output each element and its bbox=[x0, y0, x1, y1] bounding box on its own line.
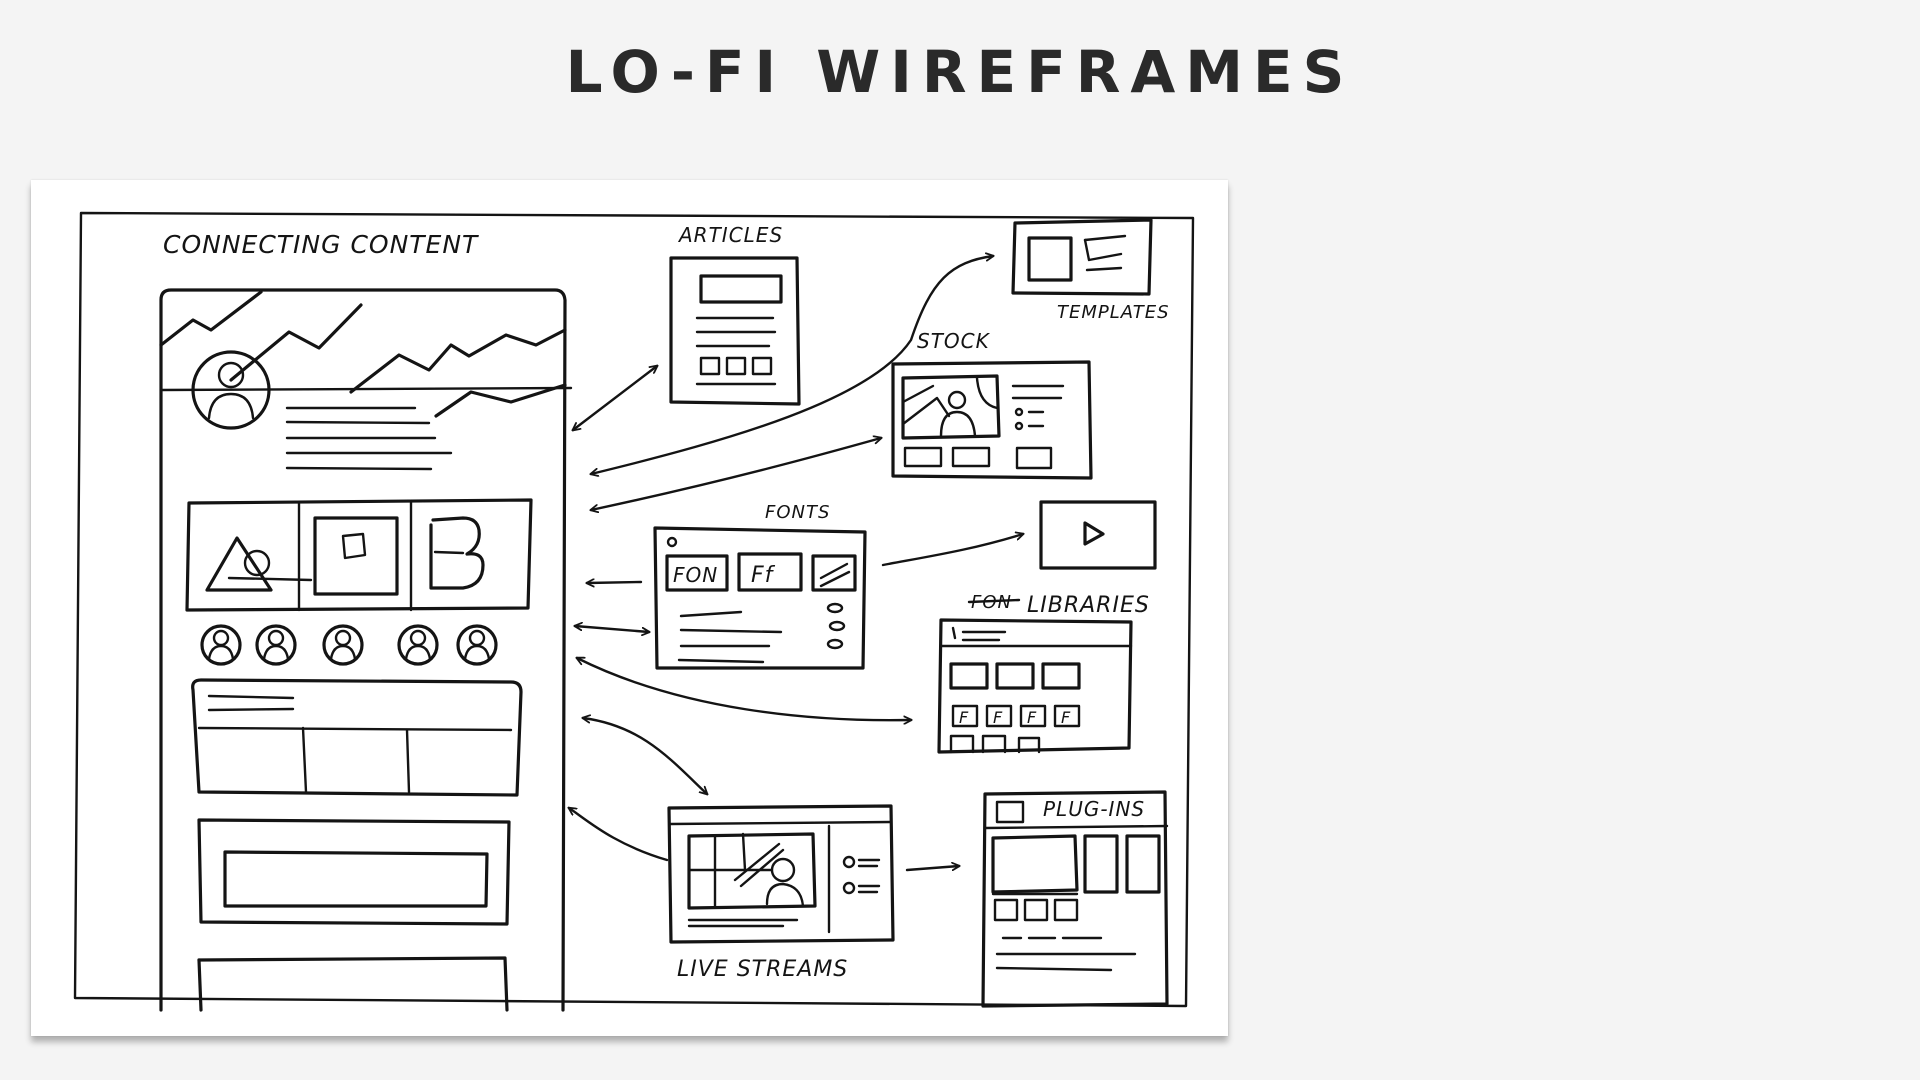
arrow-icon bbox=[591, 438, 881, 510]
fonts-label: FONTS bbox=[765, 502, 830, 523]
font-tile-label: F bbox=[1061, 708, 1071, 727]
templates-wireframe bbox=[1011, 218, 1153, 296]
wireframe-sketch: CONNECTING CONTENT bbox=[73, 211, 1195, 1012]
plugins-wireframe: PLUG-INS bbox=[981, 790, 1169, 1008]
video-wireframe bbox=[1039, 500, 1157, 570]
live-streams-wireframe bbox=[667, 804, 895, 944]
font-tile-row: F F F F bbox=[951, 704, 1081, 728]
articles-wireframe bbox=[669, 256, 801, 406]
arrow-icon bbox=[573, 366, 657, 430]
arrow-icon bbox=[583, 718, 707, 794]
main-page-label: CONNECTING CONTENT bbox=[163, 230, 479, 259]
font-chip-fon: FON bbox=[673, 563, 718, 587]
avatar-icon bbox=[255, 624, 297, 666]
arrow-icon bbox=[587, 582, 643, 583]
font-tile-label: F bbox=[959, 708, 969, 727]
libraries-strikethrough: FON bbox=[971, 592, 1012, 613]
sketch-frame bbox=[73, 211, 1195, 1008]
libraries-wireframe: F F F F bbox=[937, 618, 1133, 754]
arrow-icon bbox=[881, 534, 1023, 567]
font-chip-ff: Ff bbox=[751, 563, 776, 588]
slide-title: LO-FI WIREFRAMES bbox=[565, 38, 1355, 106]
font-tile-label: F bbox=[993, 708, 1003, 727]
connection-arrows bbox=[569, 256, 1023, 872]
avatar-icon bbox=[322, 624, 364, 666]
arrow-icon bbox=[905, 866, 959, 872]
avatar-icon bbox=[397, 624, 439, 666]
stock-label: STOCK bbox=[917, 329, 991, 353]
avatar-icon bbox=[200, 624, 242, 666]
profile-avatar-icon bbox=[191, 350, 271, 430]
articles-label: ARTICLES bbox=[677, 223, 783, 247]
libraries-label: LIBRARIES bbox=[1027, 593, 1150, 618]
live-streams-label: LIVE STREAMS bbox=[677, 957, 848, 982]
arrow-icon bbox=[577, 658, 911, 720]
play-icon bbox=[1083, 521, 1105, 546]
main-page-wireframe bbox=[159, 288, 573, 1012]
templates-label: TEMPLATES bbox=[1057, 302, 1170, 323]
avatar-icon bbox=[456, 624, 498, 666]
arrow-icon bbox=[569, 808, 669, 862]
font-tile-label: F bbox=[1027, 708, 1037, 727]
arrow-icon bbox=[575, 626, 649, 632]
fonts-wireframe: FON Ff bbox=[653, 526, 867, 670]
avatar-row bbox=[200, 624, 498, 666]
sketch-paper: CONNECTING CONTENT bbox=[31, 180, 1228, 1036]
stock-wireframe bbox=[891, 360, 1093, 480]
plugins-label: PLUG-INS bbox=[1043, 797, 1145, 821]
